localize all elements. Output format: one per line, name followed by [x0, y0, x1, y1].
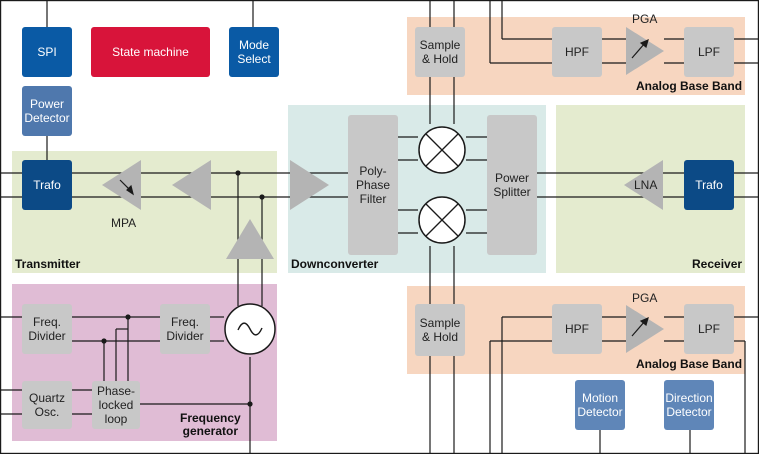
pga-top-label: PGA — [632, 12, 658, 26]
abb-top-label: Analog Base Band — [636, 79, 743, 93]
freq-gen-label: Frequency generator — [180, 411, 241, 438]
downconverter-label: Downconverter — [291, 257, 379, 271]
lpf-top-block: LPF — [684, 27, 734, 77]
sample-hold-top-block: Sample & Hold — [415, 27, 465, 77]
trafo-rx-block: Trafo — [684, 160, 734, 210]
state-machine-block: State machine — [91, 27, 210, 77]
trafo-tx-block: Trafo — [22, 160, 72, 210]
freq-divider-1-block: Freq. Divider — [22, 304, 72, 354]
freq-divider-2-block: Freq. Divider — [160, 304, 210, 354]
pll-block: Phase- locked loop — [92, 381, 140, 429]
direction-detector-block: Direction Detector — [664, 380, 714, 430]
spi-block: SPI — [22, 27, 72, 77]
lpf-bottom-block: LPF — [684, 304, 734, 354]
power-splitter-block: Power Splitter — [487, 115, 537, 255]
abb-bottom-label: Analog Base Band — [636, 357, 743, 371]
quartz-osc-block: Quartz Osc. — [22, 381, 72, 429]
pga-bottom-label: PGA — [632, 291, 658, 305]
hpf-top-block: HPF — [552, 27, 602, 77]
sample-hold-bottom-block: Sample & Hold — [415, 304, 465, 356]
mode-select-block: Mode Select — [229, 27, 279, 77]
receiver-label: Receiver — [692, 257, 743, 271]
transmitter-label: Transmitter — [15, 257, 81, 271]
hpf-bottom-block: HPF — [552, 304, 602, 354]
motion-detector-block: Motion Detector — [575, 380, 625, 430]
power-detector-block: Power Detector — [22, 86, 72, 136]
lna-label: LNA — [634, 178, 658, 192]
polyphase-filter-block: Poly- Phase Filter — [348, 115, 398, 255]
mpa-label: MPA — [111, 216, 137, 230]
